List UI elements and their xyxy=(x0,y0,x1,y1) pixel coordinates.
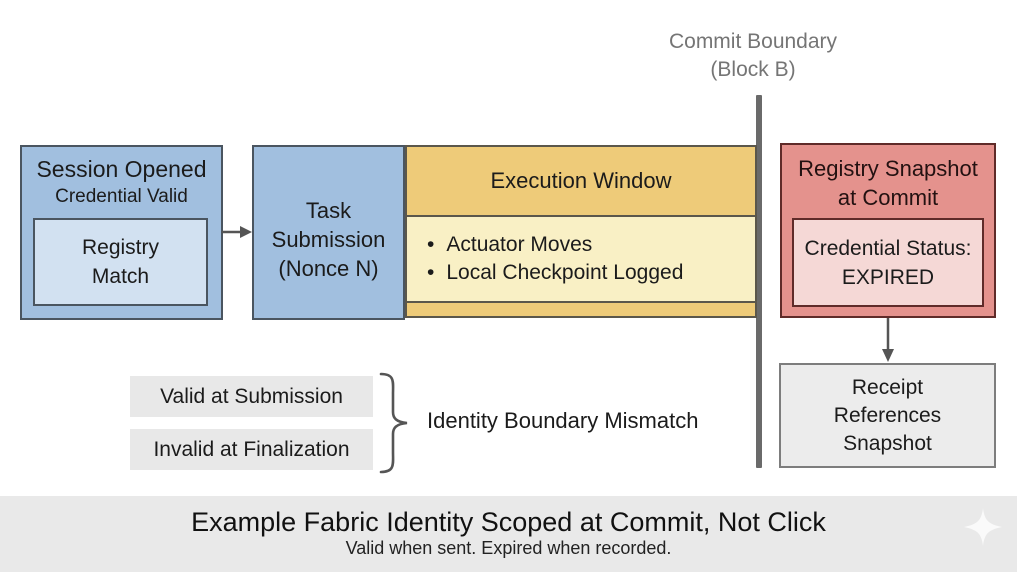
tag-valid-at-submission: Valid at Submission xyxy=(130,376,373,417)
task-box-line2: Submission xyxy=(271,227,386,252)
registry-match-box: Registry Match xyxy=(33,218,208,306)
task-submission-box: Task Submission (Nonce N) xyxy=(252,145,405,320)
execution-window-title: Execution Window xyxy=(407,147,755,217)
receipt-box-line1: Receipt xyxy=(851,375,924,399)
execution-window-box: Execution Window Actuator Moves Local Ch… xyxy=(405,145,757,318)
commit-boundary-label: Commit Boundary (Block B) xyxy=(628,28,878,84)
sparkle-icon xyxy=(964,508,1002,546)
task-box-line1: Task xyxy=(305,198,352,223)
execution-window-body: Actuator Moves Local Checkpoint Logged xyxy=(407,217,755,303)
tag-invalid-at-finalization: Invalid at Finalization xyxy=(130,429,373,470)
credential-status-box: Credential Status: EXPIRED xyxy=(792,218,984,307)
registry-snapshot-title-line1: Registry Snapshot xyxy=(798,156,978,181)
credential-status-line1: Credential Status: xyxy=(804,236,972,260)
commit-boundary-label-line1: Commit Boundary xyxy=(668,30,838,53)
task-box-line3: (Nonce N) xyxy=(278,256,379,281)
arrow-down-icon xyxy=(882,318,894,362)
caption-bar: Example Fabric Identity Scoped at Commit… xyxy=(0,496,1017,572)
receipt-box-line2: References xyxy=(833,403,942,427)
curly-brace-icon xyxy=(379,372,408,474)
execution-window-footer-strip xyxy=(407,303,755,316)
registry-snapshot-box: Registry Snapshot at Commit Credential S… xyxy=(780,143,996,318)
credential-status-line2: EXPIRED xyxy=(841,265,935,289)
session-opened-box: Session Opened Credential Valid Registry… xyxy=(20,145,223,320)
commit-boundary-line xyxy=(756,95,762,468)
caption-title: Example Fabric Identity Scoped at Commit… xyxy=(191,507,826,537)
arrow-right-icon xyxy=(222,226,252,238)
identity-boundary-mismatch-label: Identity Boundary Mismatch xyxy=(427,408,699,433)
commit-boundary-label-line2: (Block B) xyxy=(710,58,796,81)
registry-snapshot-title-line2: at Commit xyxy=(837,185,939,210)
caption-subtitle: Valid when sent. Expired when recorded. xyxy=(345,538,672,558)
receipt-box-line3: Snapshot xyxy=(843,431,932,455)
execution-bullet-checkpoint: Local Checkpoint Logged xyxy=(427,259,755,287)
session-box-subtitle: Credential Valid xyxy=(55,186,188,207)
receipt-references-box: Receipt References Snapshot xyxy=(779,363,996,468)
execution-bullet-actuator: Actuator Moves xyxy=(427,231,755,259)
session-box-title: Session Opened xyxy=(36,156,207,182)
registry-match-line2: Match xyxy=(91,265,150,288)
registry-match-line1: Registry xyxy=(81,236,160,259)
registry-snapshot-title: Registry Snapshot at Commit xyxy=(782,154,994,212)
